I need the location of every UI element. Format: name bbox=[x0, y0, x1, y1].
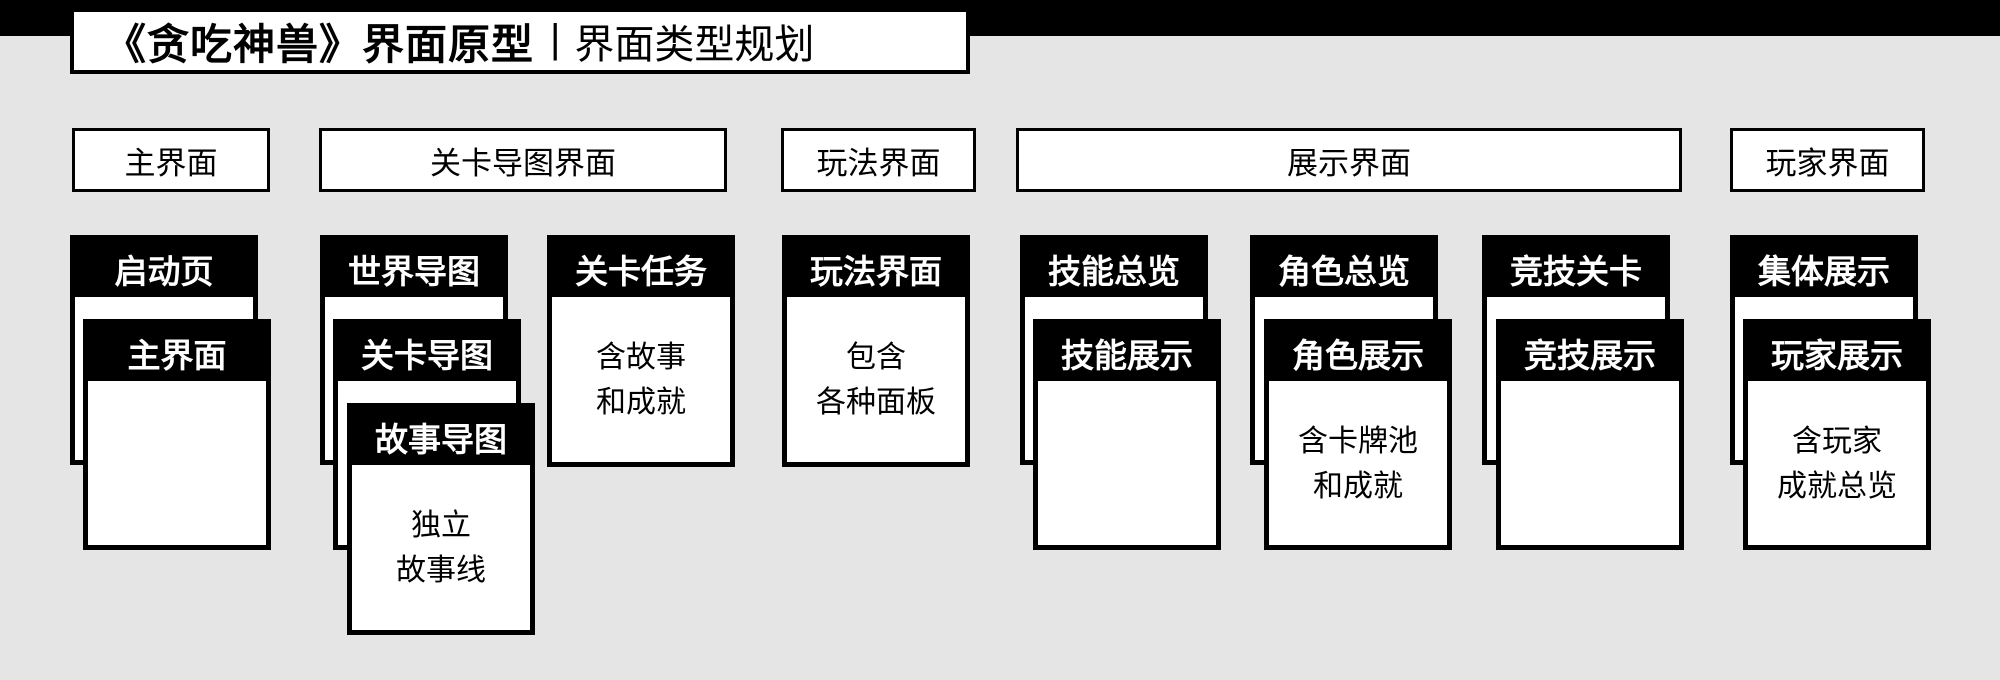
card-level-task-body: 含故事 和成就 bbox=[596, 341, 686, 419]
card-character-display: 角色展示 含卡牌池 和成就 bbox=[1264, 319, 1452, 550]
card-story-map-title: 故事导图 bbox=[352, 408, 530, 465]
card-level-task: 关卡任务 含故事 和成就 bbox=[547, 235, 735, 467]
category-main-screen: 主界面 bbox=[72, 128, 270, 192]
card-level-task-title: 关卡任务 bbox=[552, 240, 730, 297]
card-player-display-body: 含玩家 成就总览 bbox=[1777, 425, 1897, 503]
card-player-display: 玩家展示 含玩家 成就总览 bbox=[1743, 319, 1931, 550]
card-main-screen-title: 主界面 bbox=[88, 324, 266, 381]
category-gameplay: 玩法界面 bbox=[781, 128, 976, 192]
card-player-display-title: 玩家展示 bbox=[1748, 324, 1926, 381]
card-pvp-display-title: 竞技展示 bbox=[1501, 324, 1679, 381]
card-gameplay-screen: 玩法界面 包含 各种面板 bbox=[782, 235, 970, 467]
category-level-map: 关卡导图界面 bbox=[319, 128, 727, 192]
card-story-map-body: 独立 故事线 bbox=[396, 509, 486, 587]
card-skill-display: 技能展示 bbox=[1033, 319, 1221, 550]
card-world-map-title: 世界导图 bbox=[325, 240, 503, 297]
card-skill-overview-title: 技能总览 bbox=[1025, 240, 1203, 297]
card-character-display-title: 角色展示 bbox=[1269, 324, 1447, 381]
card-level-map-title: 关卡导图 bbox=[338, 324, 516, 381]
card-launch-page-title: 启动页 bbox=[75, 240, 253, 297]
page-title-separator: | bbox=[550, 16, 561, 61]
category-player: 玩家界面 bbox=[1730, 128, 1925, 192]
page-title: 《贪吃神兽》界面原型 | 界面类型规划 bbox=[70, 8, 970, 74]
category-display: 展示界面 bbox=[1016, 128, 1682, 192]
card-pvp-level-title: 竞技关卡 bbox=[1487, 240, 1665, 297]
card-skill-display-body bbox=[1038, 381, 1216, 419]
card-group-display-title: 集体展示 bbox=[1735, 240, 1913, 297]
page-title-bold: 《贪吃神兽》界面原型 bbox=[104, 20, 535, 68]
card-character-overview-title: 角色总览 bbox=[1255, 240, 1433, 297]
card-skill-display-title: 技能展示 bbox=[1038, 324, 1216, 381]
card-gameplay-screen-body: 包含 各种面板 bbox=[816, 341, 936, 419]
card-character-display-body: 含卡牌池 和成就 bbox=[1298, 425, 1418, 503]
card-story-map: 故事导图 独立 故事线 bbox=[347, 403, 535, 635]
card-main-screen-body bbox=[88, 381, 266, 419]
card-main-screen: 主界面 bbox=[83, 319, 271, 550]
page-title-subtitle: 界面类型规划 bbox=[574, 23, 815, 67]
card-gameplay-screen-title: 玩法界面 bbox=[787, 240, 965, 297]
card-pvp-display-body bbox=[1501, 381, 1679, 419]
card-pvp-display: 竞技展示 bbox=[1496, 319, 1684, 550]
